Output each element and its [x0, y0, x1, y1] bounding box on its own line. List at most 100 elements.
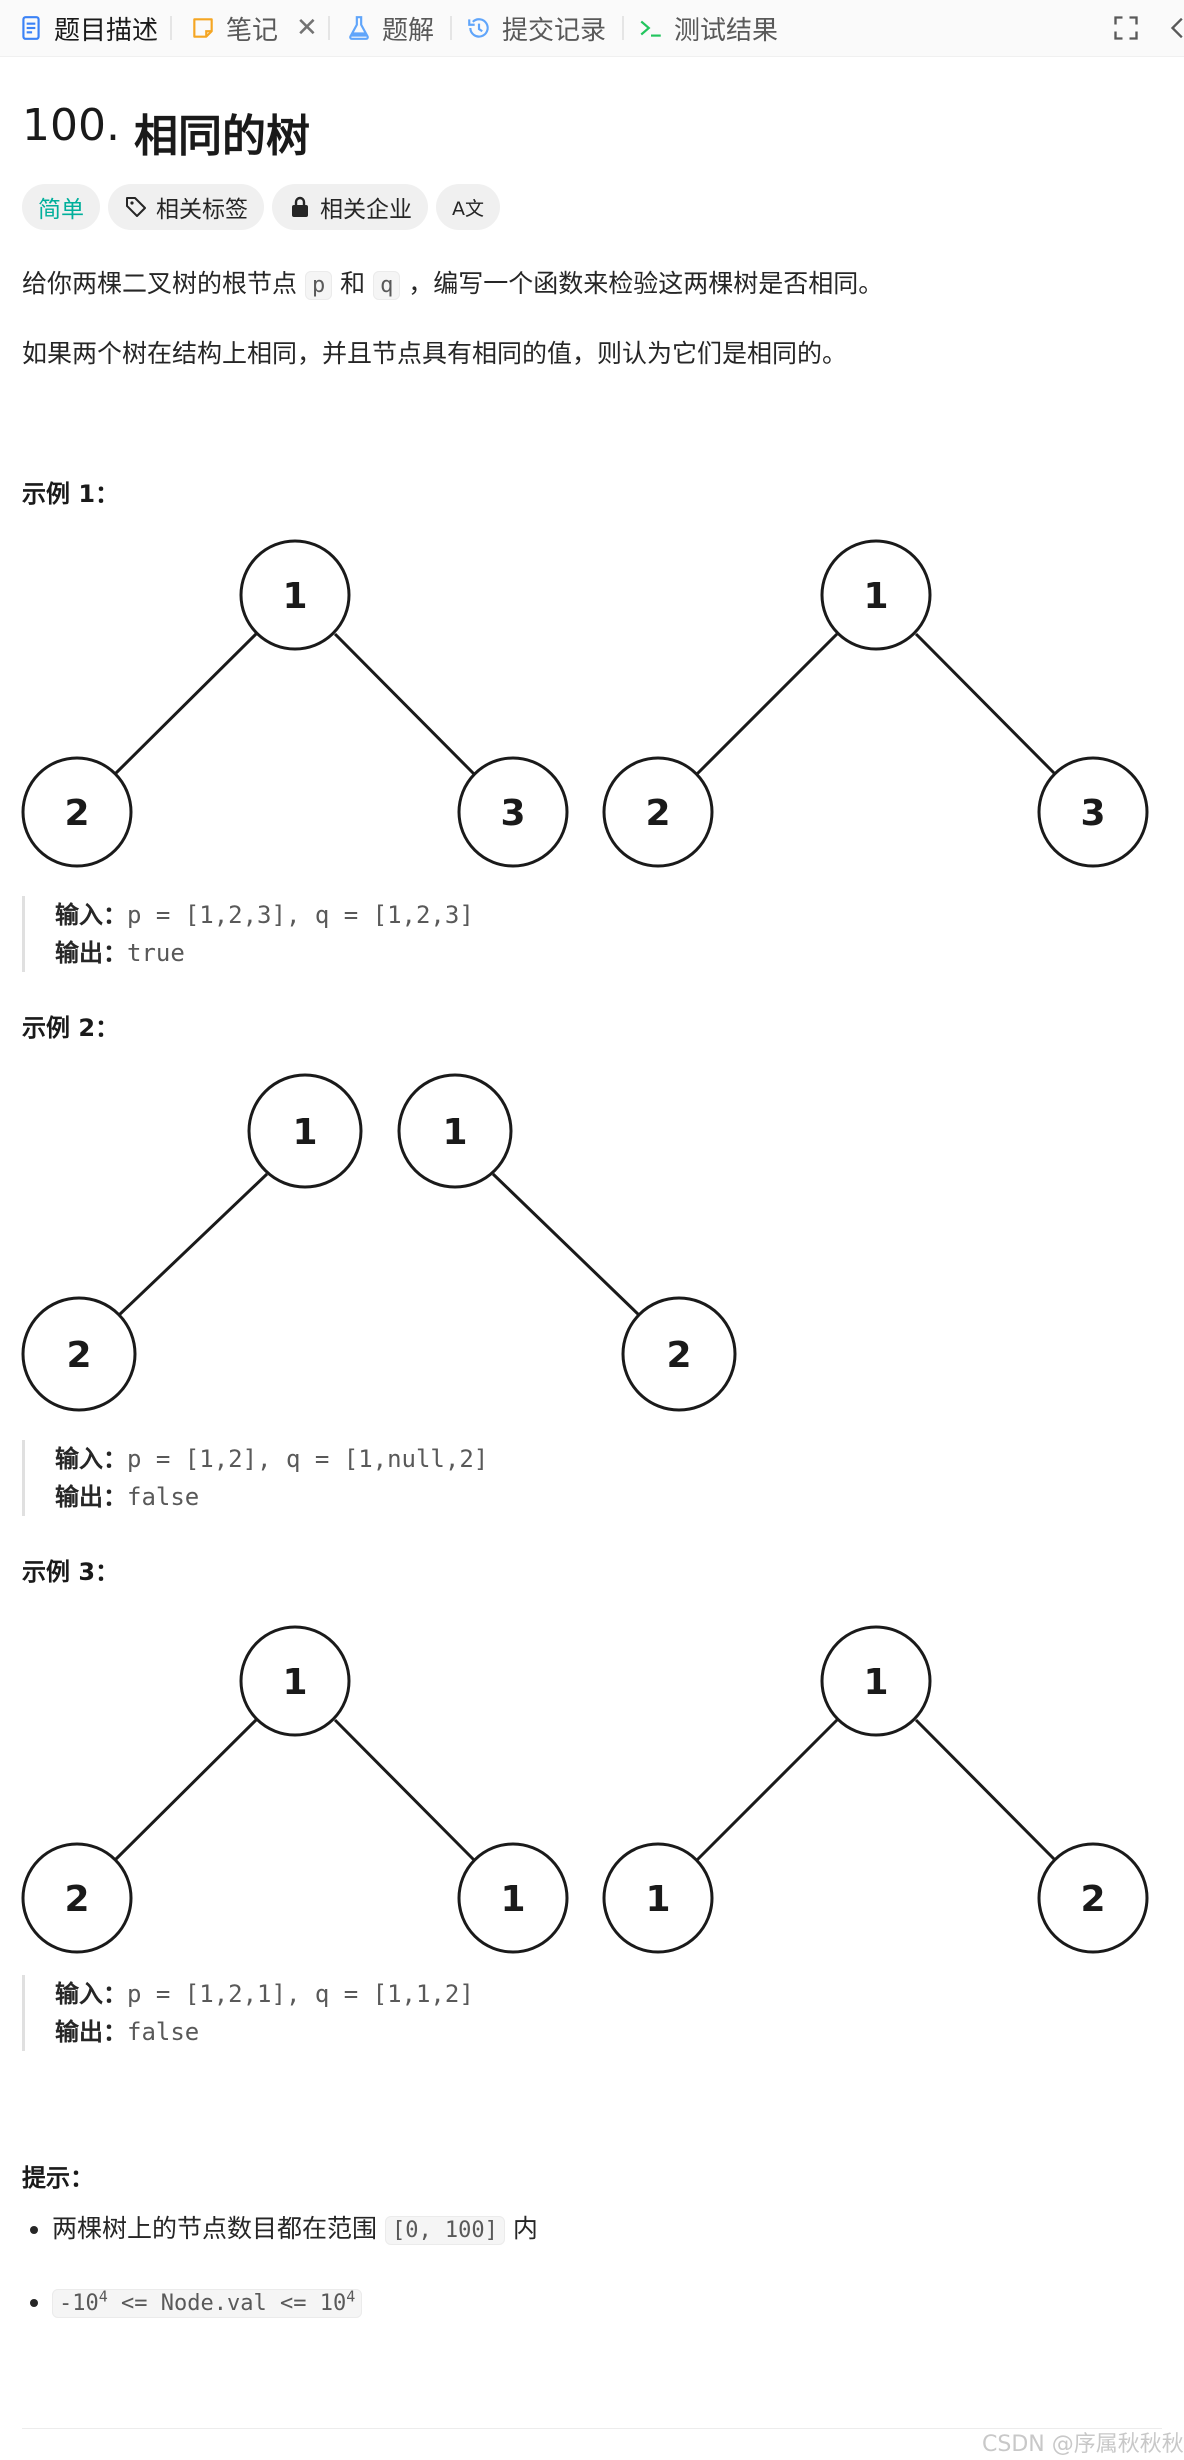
- example-3-input: p = [1,2,1], q = [1,1,2]: [127, 1980, 474, 2008]
- tab-label: 笔记: [226, 15, 279, 46]
- description-paragraph-1: 给你两棵二叉树的根节点 p 和 q ，编写一个函数来检验这两棵树是否相同。: [22, 264, 883, 300]
- tree-node-label: 1: [292, 1112, 317, 1153]
- tree-node-label: 2: [645, 793, 670, 834]
- tab-divider: [622, 16, 624, 40]
- tree-node-label: 2: [64, 793, 89, 834]
- hint-code: [0, 100]: [384, 2216, 505, 2245]
- tag-row: 简单 相关标签 相关企业 A文: [22, 184, 500, 230]
- tree-node-label: 3: [500, 793, 525, 834]
- example-2-input: p = [1,2], q = [1,null,2]: [127, 1445, 489, 1473]
- example-3-tree-image: 1 2 1 1 1 2: [21, 1625, 1149, 1954]
- tab-divider: [328, 16, 330, 40]
- related-companies-label: 相关企业: [320, 197, 412, 223]
- inline-code-p: p: [304, 271, 333, 300]
- desc-text: 和: [332, 269, 374, 298]
- chevron-left-icon[interactable]: [1168, 14, 1184, 42]
- hint-item: -104 <= Node.val <= 104: [52, 2278, 538, 2323]
- tree-node-label: 3: [1080, 793, 1105, 834]
- input-label: 输入：: [55, 1445, 127, 1473]
- tab-bar: 题目描述 笔记 ✕ 题解 提交记录 测试结果: [0, 0, 1184, 57]
- description-paragraph-2: 如果两个树在结构上相同，并且节点具有相同的值，则认为它们是相同的。: [22, 339, 848, 368]
- difficulty-badge: 简单: [22, 184, 100, 230]
- tree-node-label: 1: [863, 576, 888, 617]
- related-companies-button[interactable]: 相关企业: [272, 184, 428, 230]
- input-label: 输入：: [55, 1980, 127, 2008]
- hint-superscript: 4: [346, 2288, 356, 2306]
- terminal-icon: [640, 20, 661, 37]
- hint-superscript: 4: [98, 2288, 108, 2306]
- tab-description[interactable]: 题目描述: [18, 0, 158, 56]
- problem-number: 100.: [22, 100, 120, 151]
- example-3-tree-p: 1 2 1: [21, 1625, 569, 1954]
- tree-node-label: 1: [645, 1879, 670, 1920]
- tree-node-label: 1: [282, 576, 307, 617]
- flask-icon: [349, 16, 369, 40]
- example-2-title: 示例 2：: [22, 1014, 120, 1042]
- hint-code-text: -10: [59, 2291, 99, 2317]
- example-2-tree-p: 1 2: [21, 1073, 363, 1412]
- history-icon: [468, 18, 489, 38]
- tab-label: 提交记录: [502, 15, 607, 46]
- example-1-tree-q: 1 2 3: [602, 539, 1149, 868]
- translate-button[interactable]: A文: [436, 184, 500, 230]
- example-2-tree-image: 1 2 1 2: [21, 1073, 737, 1412]
- problem-name[interactable]: 相同的树: [133, 111, 310, 162]
- example-1-title: 示例 1：: [22, 480, 120, 508]
- hint-code-text: <= Node.val <= 10: [107, 2291, 347, 2317]
- related-tags-label: 相关标签: [156, 197, 248, 223]
- tree-node-label: 2: [1080, 1879, 1105, 1920]
- tree-node-label: 1: [442, 1112, 467, 1153]
- lock-icon: [292, 196, 308, 217]
- difficulty-label: 简单: [38, 197, 84, 223]
- example-1-output: true: [127, 939, 185, 967]
- tree-node-label: 1: [500, 1879, 525, 1920]
- desc-text: 给你两棵二叉树的根节点: [22, 269, 305, 298]
- hint-code: -104 <= Node.val <= 104: [52, 2288, 363, 2319]
- tab-divider: [170, 16, 172, 40]
- tree-node-label: 1: [863, 1662, 888, 1703]
- example-3-output: false: [127, 2018, 200, 2046]
- output-label: 输出：: [55, 1483, 127, 1511]
- desc-text: ，编写一个函数来检验这两棵树是否相同。: [400, 269, 884, 298]
- translate-icon: A文: [452, 197, 484, 220]
- example-1-tree-p: 1 2 3: [21, 539, 569, 868]
- example-3-io: 输入：p = [1,2,1], q = [1,1,2] 输出：false: [22, 1975, 474, 2051]
- divider: [22, 2428, 1162, 2429]
- output-label: 输出：: [55, 2018, 127, 2046]
- inline-code-q: q: [373, 271, 401, 300]
- note-icon: [193, 18, 213, 38]
- close-icon[interactable]: ✕: [296, 13, 318, 43]
- tag-icon: [126, 197, 146, 217]
- example-2-output: false: [127, 1483, 200, 1511]
- related-tags-button[interactable]: 相关标签: [108, 184, 264, 230]
- hint-item: 两棵树上的节点数目都在范围 [0, 100] 内: [52, 2210, 538, 2250]
- hint-text: 内: [504, 2214, 538, 2243]
- tree-node-label: 2: [66, 1335, 91, 1376]
- tree-node-label: 2: [64, 1879, 89, 1920]
- hints-title: 提示：: [22, 2164, 94, 2192]
- tree-node-label: 1: [282, 1662, 307, 1703]
- tab-label: 题解: [382, 15, 435, 46]
- description-icon: [22, 16, 40, 40]
- example-1-input: p = [1,2,3], q = [1,2,3]: [127, 901, 474, 929]
- input-label: 输入：: [55, 901, 127, 929]
- example-1-tree-image: 1 2 3 1 2 3: [21, 539, 1149, 868]
- tab-divider: [450, 16, 452, 40]
- example-1-io: 输入：p = [1,2,3], q = [1,2,3] 输出：true: [22, 896, 474, 972]
- fullscreen-icon[interactable]: [1112, 14, 1140, 42]
- watermark: CSDN @序属秋秋秋: [982, 2432, 1184, 2457]
- tab-test-result[interactable]: 测试结果: [638, 0, 778, 56]
- hints-list: 两棵树上的节点数目都在范围 [0, 100] 内 -104 <= Node.va…: [22, 2210, 538, 2351]
- tab-label: 题目描述: [54, 15, 159, 46]
- tree-node-label: 2: [666, 1335, 691, 1376]
- example-2-tree-q: 1 2: [397, 1073, 737, 1412]
- example-3-tree-q: 1 1 2: [602, 1625, 1149, 1954]
- example-2-io: 输入：p = [1,2], q = [1,null,2] 输出：false: [22, 1440, 488, 1516]
- tab-note[interactable]: 笔记 ✕: [190, 0, 318, 56]
- problem-title: 100. 相同的树: [22, 100, 310, 164]
- tab-submissions[interactable]: 提交记录: [466, 0, 606, 56]
- tab-label: 测试结果: [674, 15, 779, 46]
- hint-text: 两棵树上的节点数目都在范围: [52, 2214, 385, 2243]
- tab-solutions[interactable]: 题解: [346, 0, 434, 56]
- output-label: 输出：: [55, 939, 127, 967]
